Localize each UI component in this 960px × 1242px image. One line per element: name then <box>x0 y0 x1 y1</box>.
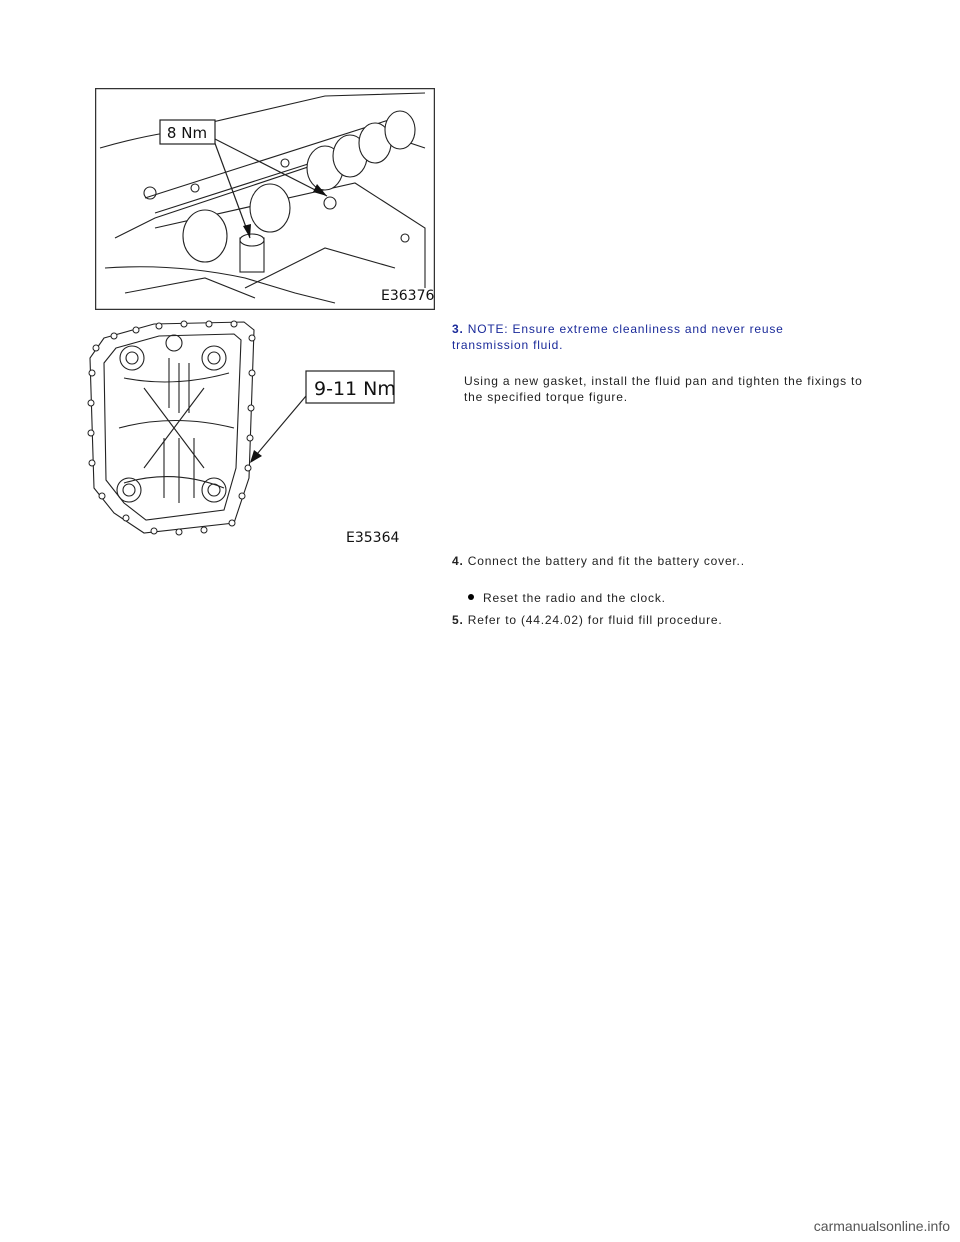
bullet-item: Reset the radio and the clock. <box>468 590 666 606</box>
step-number: 4. <box>452 554 464 568</box>
torque-callout-label: 8 Nm <box>167 124 207 142</box>
step-4: 4. Connect the battery and fit the batte… <box>452 553 745 569</box>
step-3-body: Using a new gasket, install the fluid pa… <box>464 374 863 404</box>
bullet-text: Reset the radio and the clock. <box>483 591 666 605</box>
step-number: 5. <box>452 613 464 627</box>
step-text: Refer to (44.24.02) for fluid fill proce… <box>467 613 723 627</box>
step-number: 3. <box>452 322 464 336</box>
step-5: 5. Refer to (44.24.02) for fluid fill pr… <box>452 612 723 628</box>
step-text: Connect the battery and fit the battery … <box>467 554 745 568</box>
bullet-icon <box>468 594 474 600</box>
step-note: NOTE: Ensure extreme cleanliness and nev… <box>452 322 784 352</box>
figure-code: E36376 <box>381 288 434 304</box>
solenoid-valve-illustration: 8 Nm E36376 <box>94 87 436 311</box>
step-3: 3. NOTE: Ensure extreme cleanliness and … <box>452 321 852 353</box>
watermark: carmanualsonline.info <box>813 1218 950 1234</box>
torque-callout-label: 9-11 Nm <box>314 378 396 400</box>
figure-code: E35364 <box>346 530 399 546</box>
fluid-pan-illustration: 9-11 Nm E35364 <box>84 318 404 548</box>
